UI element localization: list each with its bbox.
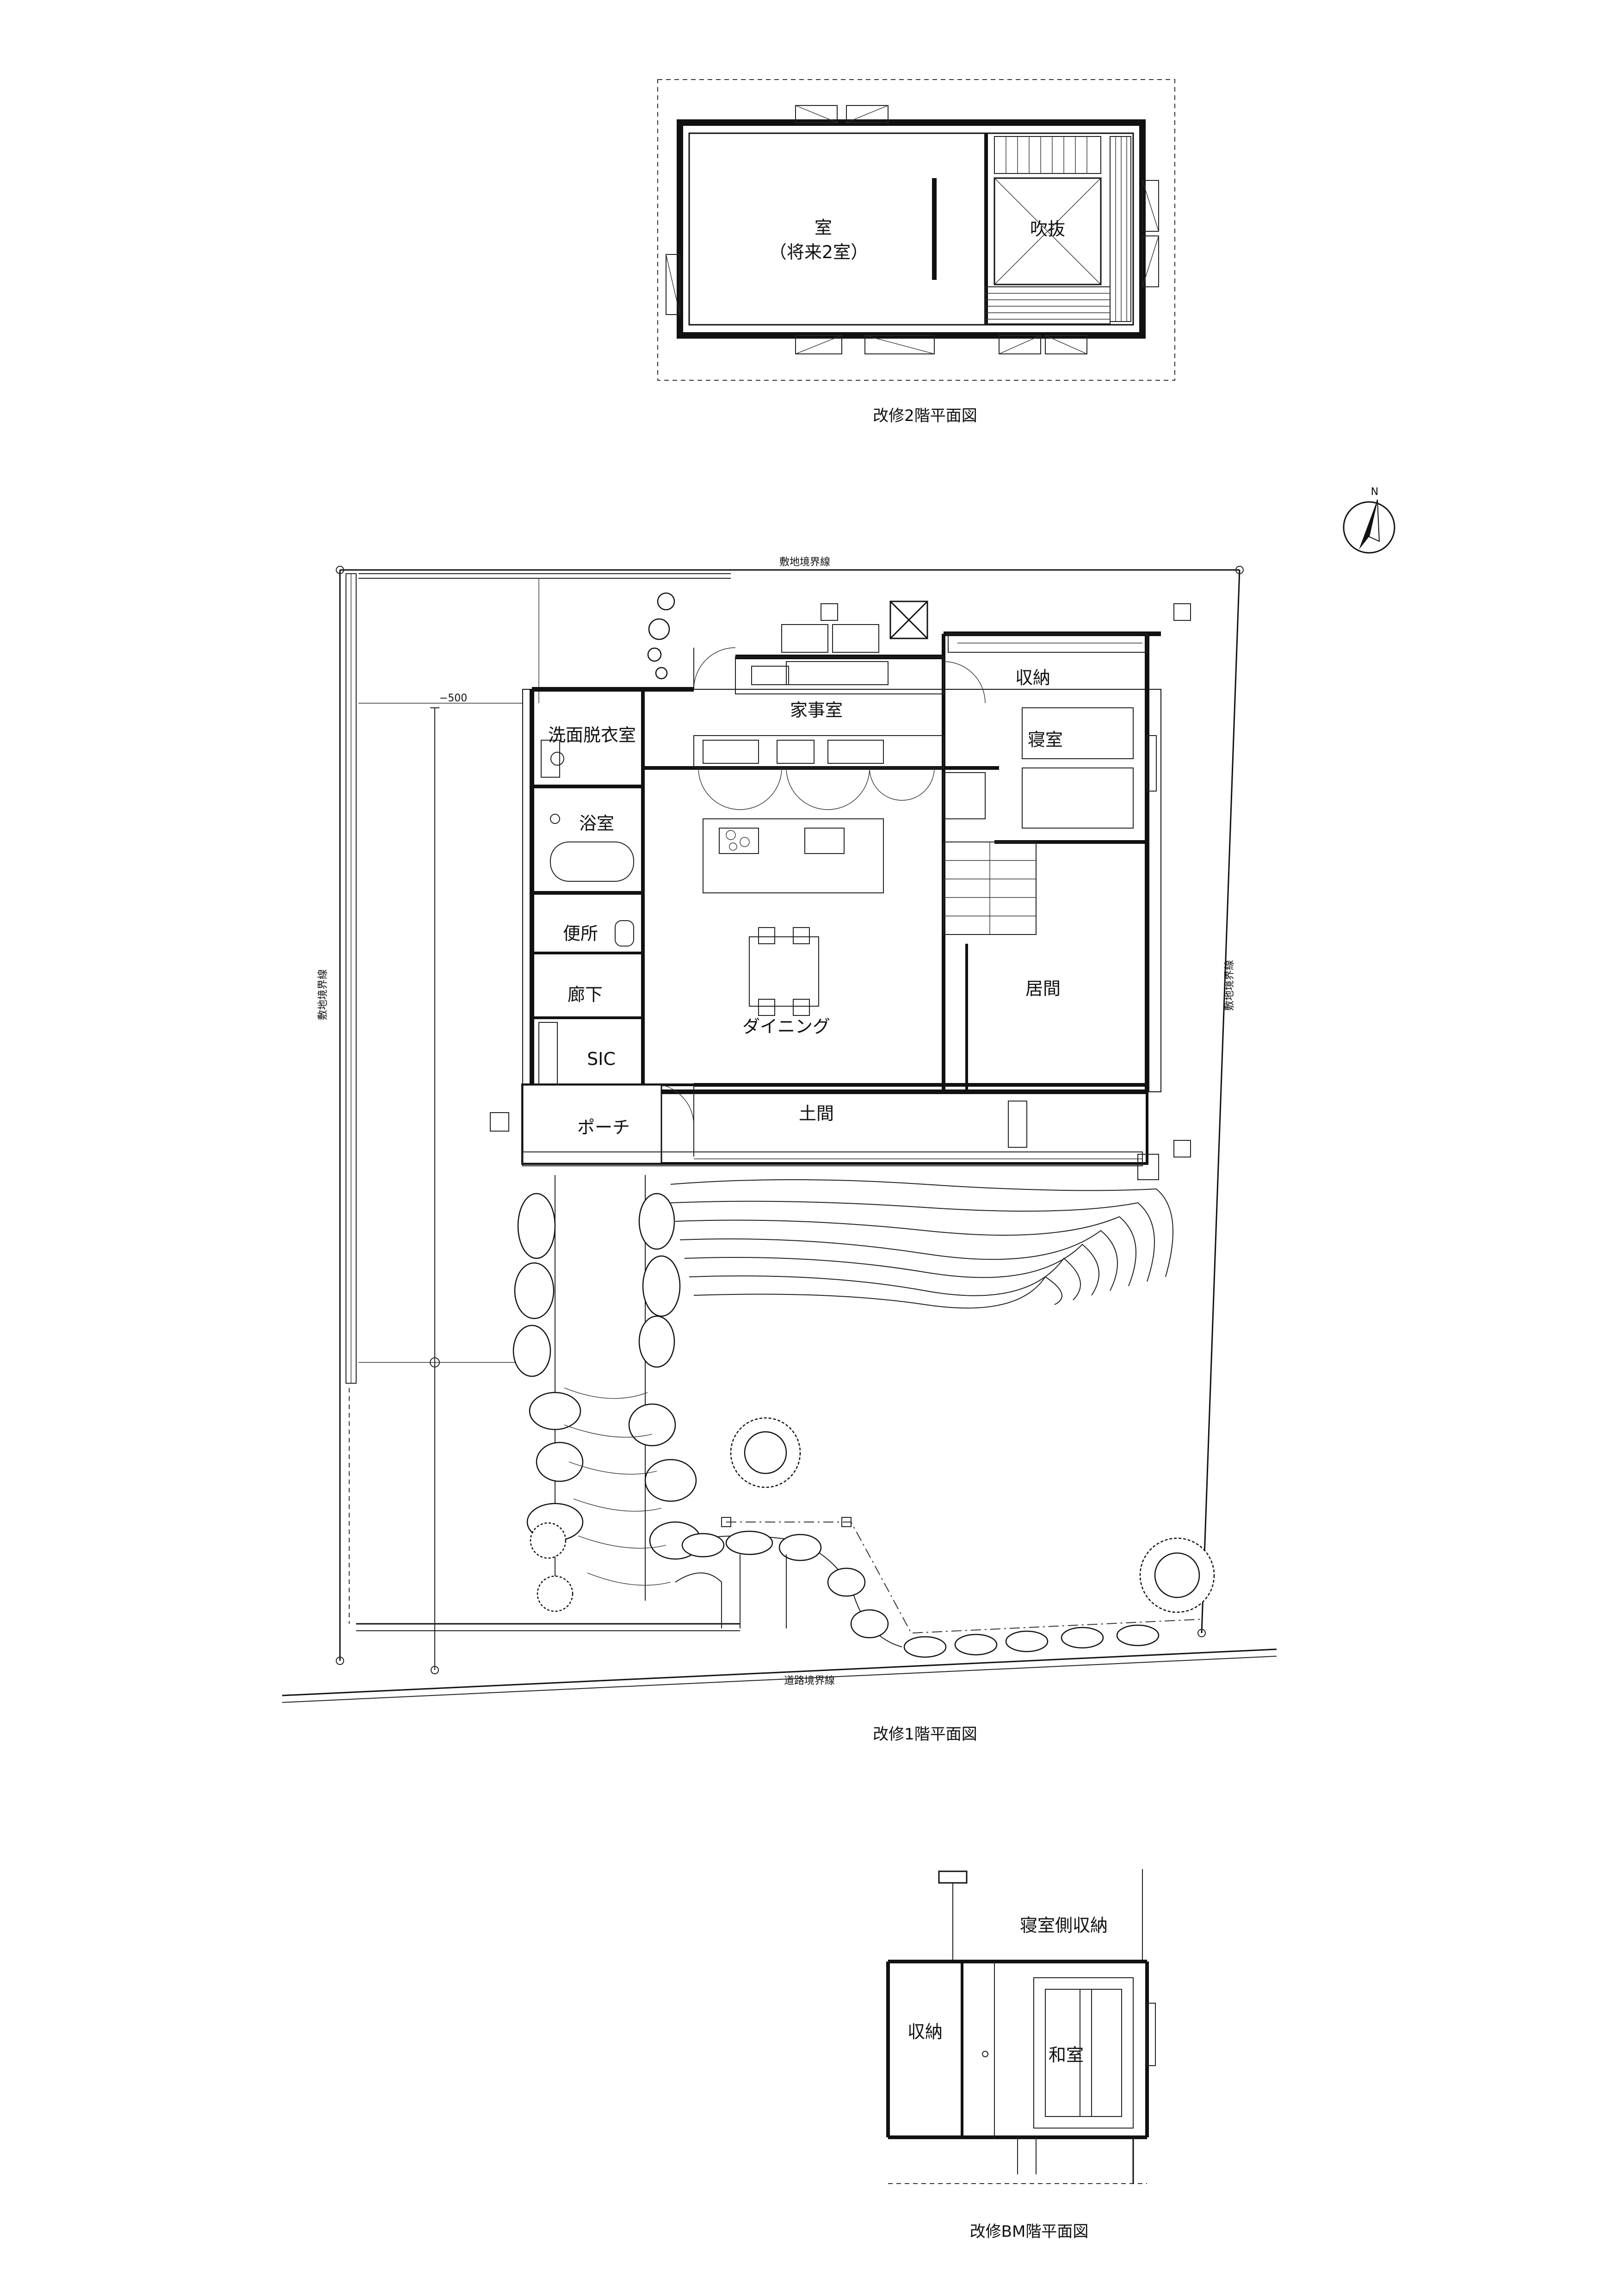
basement-plan: 寝室側収納 収納 和室 改修BM階平面図: [886, 1869, 1156, 2241]
utility-room-fixtures: [693, 600, 944, 810]
tatami-room: [1033, 1977, 1134, 2129]
north-shrubs: [647, 592, 675, 680]
basement-storage-label: 収納: [907, 2022, 943, 2042]
boundary-north-label: 敷地境界線: [779, 557, 830, 568]
level-dimension: −500: [430, 693, 467, 1674]
west-walkway: [512, 1175, 702, 1601]
north-door: [693, 647, 986, 704]
garden-rocks: [675, 1517, 1203, 1658]
first-floor-title: 改修1階平面図: [873, 1725, 977, 1744]
void-label: 吹抜: [1030, 219, 1065, 239]
porch: [521, 1083, 1159, 1180]
north-label: N: [1371, 486, 1378, 498]
bedroom-storage-label: 寝室側収納: [1020, 1915, 1108, 1936]
storage-fixtures: [943, 633, 1157, 829]
dining-table: [749, 927, 819, 1016]
basement-title: 改修BM階平面図: [970, 2222, 1089, 2241]
second-floor-room-label: 室: [815, 217, 832, 238]
site-boundary: [282, 566, 1277, 1703]
west-fence: [346, 573, 740, 1631]
garden-terraces: [670, 1179, 1173, 1309]
bedroom-label: 寝室: [1028, 730, 1063, 750]
bathroom-label: 浴室: [579, 813, 614, 834]
corridor-label: 廊下: [568, 984, 603, 1005]
second-floor-title: 改修2階平面図: [873, 407, 977, 425]
doma-label: 土間: [799, 1103, 834, 1124]
boundary-east-label: 敷地境界線: [1224, 960, 1235, 1011]
boundary-west-label: 敷地境界線: [317, 969, 329, 1020]
storage-label: 収納: [1015, 668, 1050, 688]
building-walls: [522, 631, 1161, 1094]
north-arrow-icon: N: [1343, 486, 1395, 554]
first-floor-stairs: [943, 842, 1037, 935]
second-floor-outline-dashed: [657, 79, 1175, 381]
second-floor-stairs: [985, 136, 1131, 324]
garden-trees: [530, 1417, 1215, 1613]
sic-label: SIC: [587, 1049, 616, 1069]
kitchen-island: [703, 818, 884, 893]
porch-label: ポーチ: [577, 1117, 630, 1138]
level-mark: −500: [439, 693, 467, 704]
first-floor-plan: 敷地境界線 敷地境界線 敷地境界線 道路境界線 −500: [282, 557, 1277, 1744]
void-area: [994, 177, 1102, 285]
second-floor-windows: [666, 105, 1159, 354]
washroom-label: 洗面脱衣室: [548, 725, 636, 745]
bath-fixtures: [541, 740, 634, 947]
japanese-room-label: 和室: [1049, 2045, 1084, 2065]
dining-label: ダイニング: [742, 1016, 830, 1037]
living-label: 居間: [1025, 978, 1061, 999]
utility-room-label: 家事室: [790, 700, 843, 720]
toilet-label: 便所: [563, 923, 598, 944]
second-floor-plan: 室 （将来2室） 吹抜 改修2階平面図: [657, 79, 1175, 425]
second-floor-room-note: （将来2室）: [769, 242, 868, 262]
boundary-road-label: 道路境界線: [784, 1675, 835, 1687]
